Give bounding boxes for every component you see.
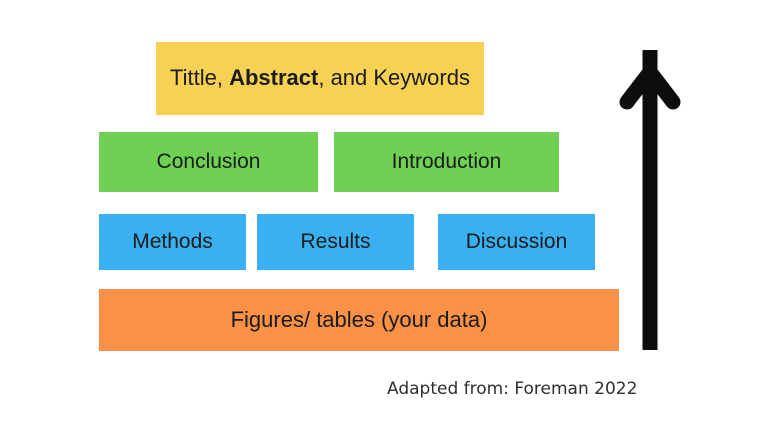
box-results: Results	[257, 214, 414, 270]
box-figures-tables-label: Figures/ tables (your data)	[230, 306, 488, 332]
box-introduction-label: Introduction	[391, 150, 502, 174]
box-figures-tables: Figures/ tables (your data)	[99, 289, 619, 351]
attribution-text: Adapted from: Foreman 2022	[387, 379, 638, 399]
box-discussion-label: Discussion	[465, 230, 568, 254]
box-conclusion-label: Conclusion	[156, 150, 261, 174]
box-title-label: Tittle, Abstract, and Keywords	[170, 65, 470, 91]
box-results-label: Results	[300, 230, 371, 254]
box-methods-label: Methods	[132, 230, 213, 254]
box-title-abstract-keywords: Tittle, Abstract, and Keywords	[156, 42, 484, 115]
box-methods: Methods	[99, 214, 246, 270]
box-introduction: Introduction	[334, 132, 559, 192]
box-discussion: Discussion	[438, 214, 595, 270]
box-conclusion: Conclusion	[99, 132, 318, 192]
up-arrow-icon	[612, 28, 692, 358]
